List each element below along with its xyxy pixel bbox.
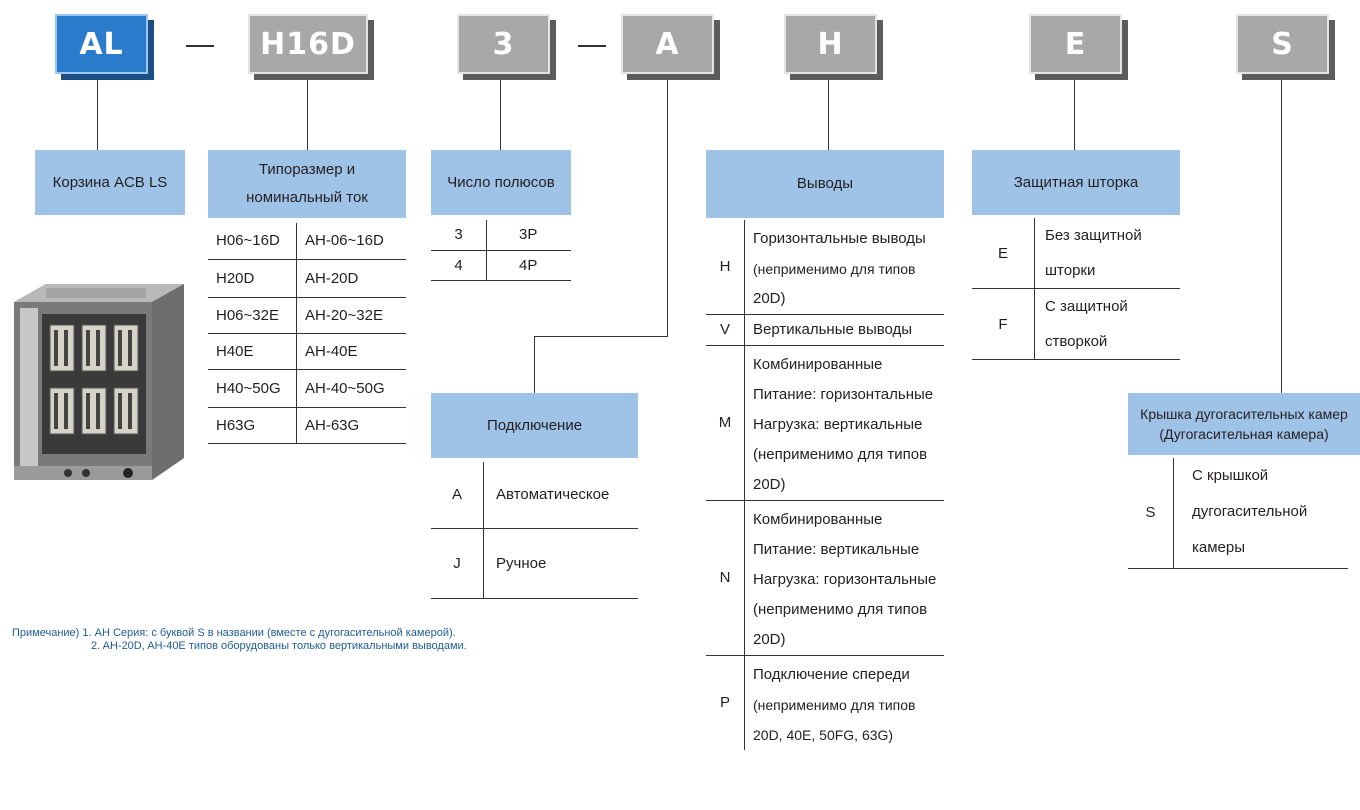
- table-cell-code: F: [972, 288, 1035, 360]
- table-cell-code: M: [706, 345, 745, 501]
- table-cell-code: P: [719, 694, 730, 711]
- note-1: Примечание) 1. AH Серия: с буквой S в на…: [12, 627, 456, 639]
- connector-line: [97, 80, 98, 150]
- table-cell-code: N: [706, 500, 745, 656]
- table-row: V Вертикальные выводы: [706, 314, 944, 346]
- code-box-size: H16D: [248, 14, 374, 80]
- table-cell-value: AH-40E: [296, 333, 406, 370]
- connector-line: [534, 336, 535, 393]
- table-cell-code: H40~50G: [208, 369, 297, 408]
- acb-cradle-image: [14, 284, 184, 480]
- table-cell-code: H06~16D: [208, 223, 297, 260]
- connector-line: [828, 80, 829, 150]
- code-terminals: H: [784, 14, 877, 74]
- table-cell-value: Вертикальные выводы: [744, 314, 944, 346]
- connector-line: [307, 80, 308, 150]
- shutter-header: Защитная шторка: [972, 150, 1180, 215]
- table-cell-code: 3: [431, 220, 487, 251]
- code-shutter: E: [1029, 14, 1122, 74]
- table-cell-value: AH-20D: [296, 259, 406, 298]
- code-al: AL: [55, 14, 148, 74]
- connection-header: Подключение: [431, 393, 638, 458]
- table-cell-value: AH-20~32E: [296, 297, 406, 334]
- code-separator: [186, 45, 214, 47]
- connector-line: [1074, 80, 1075, 150]
- table-cell-code: H20D: [208, 259, 297, 298]
- code-box-terminals: H: [784, 14, 883, 80]
- code-box-arc: S: [1236, 14, 1335, 80]
- note-2: 2. AH-20D, AH-40E типов оборудованы толь…: [91, 640, 467, 652]
- code-connection: A: [621, 14, 714, 74]
- table-cell-code: H63G: [208, 407, 297, 444]
- size-header: Типоразмер и номинальный ток: [208, 150, 406, 218]
- table-cell-value: Горизонтальные выводы(неприменимо для ти…: [744, 220, 944, 315]
- code-arc: S: [1236, 14, 1329, 74]
- table-cell-code: V: [706, 314, 745, 346]
- table-cell-value: Ручное: [483, 528, 638, 599]
- code-poles: 3: [457, 14, 550, 74]
- table-row: H Горизонтальные выводы(неприменимо для …: [706, 220, 944, 315]
- code-box-connection: A: [621, 14, 720, 80]
- terminals-header: Выводы: [706, 150, 944, 218]
- table-cell-code: H40E: [208, 333, 297, 370]
- table-cell-value: AH-06~16D: [296, 223, 406, 260]
- table-cell-value: 3P: [486, 220, 571, 251]
- connector-line: [1281, 80, 1282, 393]
- table-cell-value: Автоматическое: [483, 462, 638, 529]
- code-size: H16D: [248, 14, 368, 74]
- poles-header: Число полюсов: [431, 150, 571, 215]
- table-cell-code: 4: [431, 250, 487, 281]
- connector-line: [500, 80, 501, 150]
- table-cell-code: A: [431, 462, 484, 529]
- basket-label: Корзина ACB LS: [35, 150, 185, 215]
- table-row: P Подключение спереди(неприменимо для ти…: [706, 655, 944, 750]
- terminals-table: H Горизонтальные выводы(неприменимо для …: [706, 220, 944, 750]
- table-cell-code: H06~32E: [208, 297, 297, 334]
- code-box-poles: 3: [457, 14, 556, 80]
- code-separator: [578, 45, 606, 47]
- table-cell-code: E: [972, 218, 1035, 289]
- arc-cover-header: Крышка дугогасительных камер (Дугогасите…: [1128, 393, 1360, 455]
- table-cell-value: 4P: [486, 250, 571, 281]
- table-cell-value: AH-40~50G: [296, 369, 406, 408]
- connector-line: [534, 336, 668, 337]
- table-cell-value: Подключение спереди(неприменимо для типо…: [744, 655, 944, 750]
- code-box-al: AL: [55, 14, 154, 80]
- connector-line: [667, 80, 668, 336]
- code-box-shutter: E: [1029, 14, 1128, 80]
- table-cell-code: H: [706, 220, 745, 315]
- table-cell-code: S: [1128, 458, 1174, 569]
- table-cell-code: J: [431, 528, 484, 599]
- table-cell-value: AH-63G: [296, 407, 406, 444]
